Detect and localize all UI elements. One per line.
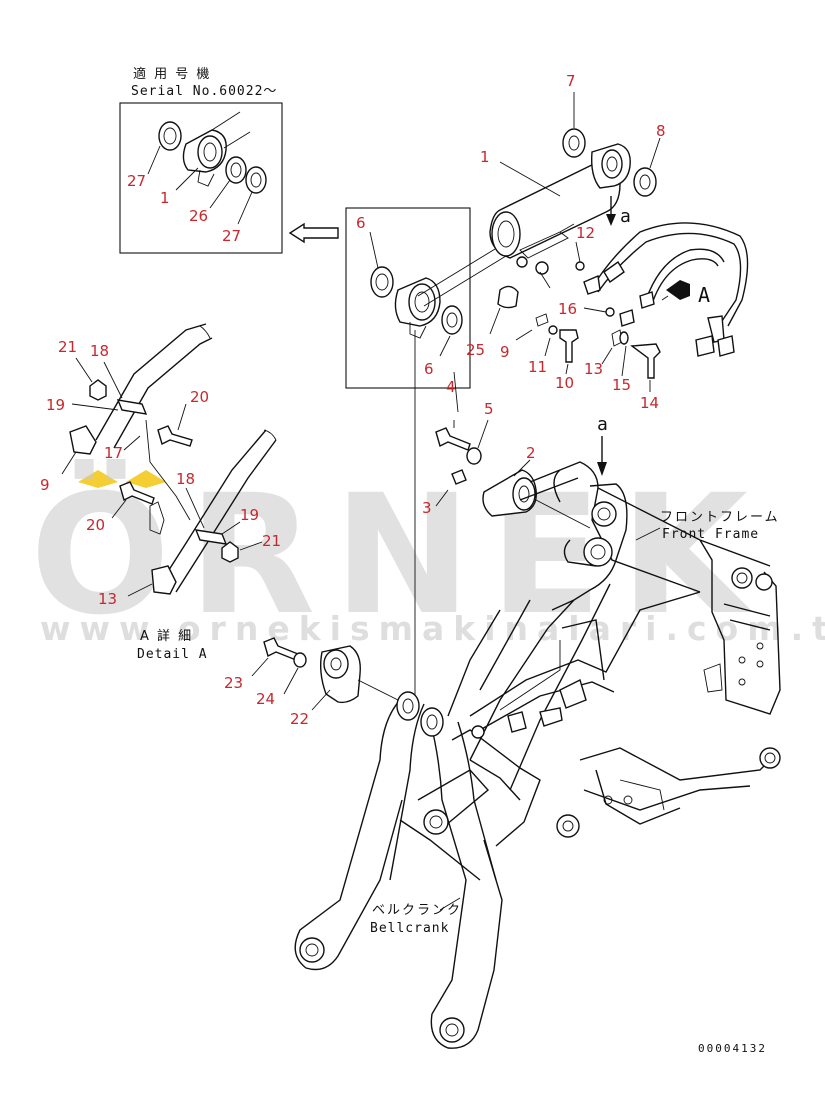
callout-8: 8 xyxy=(656,122,666,140)
callout-19-bottom: 19 xyxy=(240,506,259,524)
washer-6-top xyxy=(370,266,394,298)
pin-assembly-22: 23 24 22 xyxy=(224,637,399,728)
detail-a: 18 19 21 20 9 17 20 18 19 xyxy=(40,323,281,662)
inset-title-jp: 適 用 号 機 xyxy=(133,66,211,82)
callout-21-top: 21 xyxy=(58,338,77,356)
callout-11: 11 xyxy=(528,358,547,376)
callout-10: 10 xyxy=(555,374,574,392)
callout-23: 23 xyxy=(224,674,243,692)
callout-17: 17 xyxy=(104,444,123,462)
callout-7: 7 xyxy=(566,72,576,90)
inset-frame xyxy=(119,102,283,254)
nut-21-bottom xyxy=(221,541,239,563)
inset-pointer-arrow xyxy=(288,222,339,244)
front-frame xyxy=(294,461,781,1049)
view-label-a-top: a xyxy=(620,206,632,227)
callout-13-detail: 13 xyxy=(98,590,117,608)
drawing-number: 00004132 xyxy=(698,1042,767,1055)
clip-18-top xyxy=(116,399,148,415)
pin-detail-box: 6 6 xyxy=(345,207,471,712)
callout-1-main: 1 xyxy=(480,148,490,166)
bellcrank-lower-arms xyxy=(294,699,403,971)
callout-13-main: 13 xyxy=(584,360,603,378)
bolt-20-top xyxy=(157,425,193,447)
washer-11 xyxy=(548,325,558,335)
callout-9-main: 9 xyxy=(500,343,510,361)
watermark-brand: ÖRNEK xyxy=(30,458,766,651)
callout-27-bottom: 27 xyxy=(222,227,241,245)
bolt-14 xyxy=(630,343,661,379)
grease-nipple-3 xyxy=(451,469,467,485)
inset-washer-27-top xyxy=(158,121,182,151)
clamp-9-detail xyxy=(69,425,97,455)
inset-serial-box: 適 用 号 機 Serial No.60022～ 27 1 26 27 xyxy=(119,66,283,254)
callout-25: 25 xyxy=(466,341,485,359)
clamp-9-main xyxy=(497,285,519,309)
bolt-20-bottom xyxy=(119,481,155,505)
callout-14: 14 xyxy=(640,394,659,412)
bolt-4 xyxy=(435,427,471,451)
watermark: ÖRNEK www.ornekismakinalari.com.tr xyxy=(30,458,825,651)
detail-a-label-en: Detail A xyxy=(137,647,208,662)
callout-12: 12 xyxy=(576,224,595,242)
bellcrank-label-jp: ベルクランク xyxy=(372,903,462,918)
hydraulic-cylinder-1: 1 xyxy=(417,143,631,307)
callout-21-bottom: 21 xyxy=(262,532,281,550)
detail-a-label-jp: A 詳 細 xyxy=(140,628,193,644)
callout-16: 16 xyxy=(558,300,577,318)
callout-19-top: 19 xyxy=(46,396,65,414)
callout-4: 4 xyxy=(446,378,456,396)
washer-7 xyxy=(562,128,586,158)
clamp-13-detail xyxy=(151,565,177,595)
view-arrow-a-top: a xyxy=(606,196,632,227)
callout-26: 26 xyxy=(189,207,208,225)
nut-21-top xyxy=(89,379,107,401)
view-label-a-lower: a xyxy=(597,414,609,435)
inset-serial: Serial No.60022～ xyxy=(131,84,277,99)
washer-15 xyxy=(619,331,629,345)
callout-6-top: 6 xyxy=(356,214,366,232)
callout-20-top: 20 xyxy=(190,388,209,406)
clip-18-bottom xyxy=(194,529,228,545)
front-frame-label-jp: フロントフレーム xyxy=(660,510,780,525)
washer-5 xyxy=(466,447,482,465)
callout-18-bottom: 18 xyxy=(176,470,195,488)
callout-20-bottom: 20 xyxy=(86,516,105,534)
head-washers: 7 8 xyxy=(562,72,666,197)
view-arrow-A: A xyxy=(661,280,711,307)
inset-washer-27-bottom xyxy=(245,166,267,194)
callout-1-inset: 1 xyxy=(160,189,170,207)
part-16 xyxy=(605,307,615,317)
inset-washer-26 xyxy=(225,156,247,184)
washer-8 xyxy=(633,167,657,197)
washer-24 xyxy=(293,652,307,668)
callout-6-bottom: 6 xyxy=(424,360,434,378)
callout-3: 3 xyxy=(422,499,432,517)
callout-2: 2 xyxy=(526,444,536,462)
watermark-accent-mark xyxy=(78,470,118,488)
callout-18-top: 18 xyxy=(90,342,109,360)
callout-5: 5 xyxy=(484,400,494,418)
watermark-url: www.ornekismakinalari.com.tr xyxy=(40,609,825,648)
bellcrank-upper xyxy=(551,483,628,611)
callout-24: 24 xyxy=(256,690,275,708)
view-arrow-a-lower: a xyxy=(597,414,609,476)
view-label-A: A xyxy=(698,283,711,307)
washer-6-bottom xyxy=(441,305,463,335)
callout-15: 15 xyxy=(612,376,631,394)
callout-9-detail: 9 xyxy=(40,476,50,494)
bellcrank-label-en: Bellcrank xyxy=(370,921,449,936)
pin-box-frame xyxy=(345,207,471,389)
part-12 xyxy=(575,261,585,271)
front-frame-label-en: Front Frame xyxy=(662,527,759,542)
frame-labels: フロントフレーム Front Frame ベルクランク Bellcrank xyxy=(370,510,780,936)
hydraulic-hoses-top xyxy=(583,222,749,357)
callout-22: 22 xyxy=(290,710,309,728)
bolt-10 xyxy=(559,329,579,363)
hose-small-parts: 12 16 25 9 11 10 13 15 14 xyxy=(466,224,661,412)
callout-27-top: 27 xyxy=(127,172,146,190)
watermark-accent-mark-2 xyxy=(126,470,166,488)
